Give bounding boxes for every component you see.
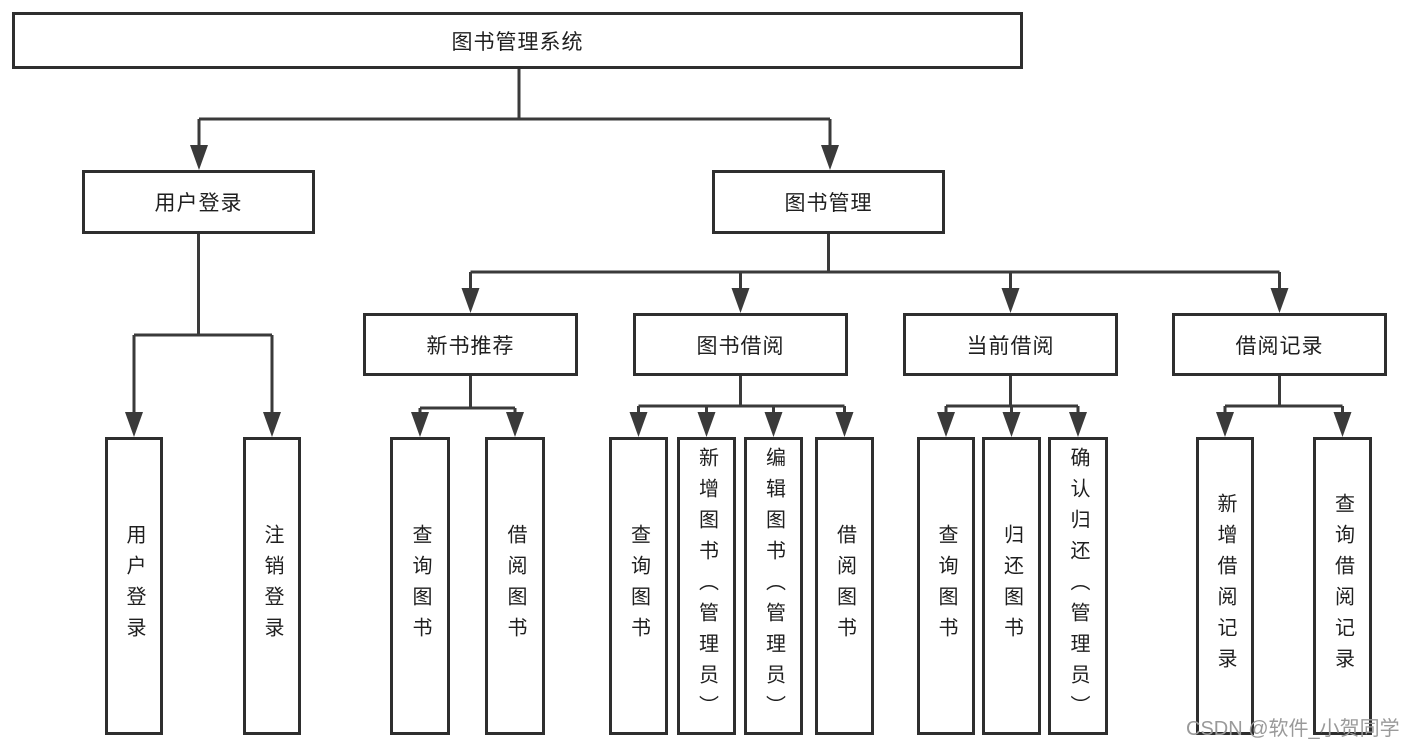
node-current-borrow: 当前借阅 — [903, 313, 1118, 376]
leaf-query-books-current: 查询图书 — [917, 437, 975, 735]
leaf-query-books-borrow: 查询图书 — [609, 437, 668, 735]
arrow-down-icon — [629, 412, 648, 437]
arrow-down-icon — [263, 412, 281, 437]
leaf-label: 归还图书 — [1000, 524, 1023, 648]
leaf-add-book-admin: 新增图书（管理员） — [677, 437, 736, 735]
csdn-watermark: CSDN @软件_小贺同学 — [1186, 718, 1400, 740]
leaf-label: 确认归还（管理员） — [1067, 446, 1089, 726]
leaf-label: 新增借阅记录 — [1214, 493, 1236, 679]
leaf-label: 查询借阅记录 — [1331, 493, 1354, 679]
arrow-down-icon — [697, 412, 716, 437]
arrow-down-icon — [731, 288, 750, 313]
connector-current-borrow — [937, 376, 1087, 437]
leaf-query-books-recommend: 查询图书 — [390, 437, 450, 735]
arrow-down-icon — [1069, 412, 1087, 437]
arrow-down-icon — [125, 412, 143, 437]
leaf-label: 新增图书（管理员） — [695, 446, 718, 726]
leaf-label: 查询图书 — [627, 524, 650, 648]
arrow-down-icon — [1002, 412, 1021, 437]
arrow-down-icon — [190, 145, 208, 170]
arrow-down-icon — [821, 145, 839, 170]
leaf-logout: 注销登录 — [243, 437, 301, 735]
arrow-down-icon — [411, 412, 429, 437]
arrow-down-icon — [1001, 288, 1020, 313]
leaf-borrow-books-recommend: 借阅图书 — [485, 437, 545, 735]
leaf-add-borrow-record: 新增借阅记录 — [1196, 437, 1254, 735]
node-new-book-recommend: 新书推荐 — [363, 313, 578, 376]
connector-root — [190, 68, 839, 170]
connector-new-book-recommend — [411, 376, 524, 437]
node-book-borrow: 图书借阅 — [633, 313, 848, 376]
connector-book-management — [461, 233, 1289, 313]
connector-book-borrow — [629, 376, 854, 437]
arrow-down-icon — [461, 288, 480, 313]
connector-borrow-records — [1216, 376, 1352, 437]
arrow-down-icon — [1270, 288, 1289, 313]
leaf-label: 查询图书 — [935, 524, 957, 648]
leaf-edit-book-admin: 编辑图书（管理员） — [744, 437, 803, 735]
arrow-down-icon — [937, 412, 955, 437]
leaf-label: 借阅图书 — [504, 524, 526, 648]
arrow-down-icon — [1216, 412, 1234, 437]
leaf-return-book: 归还图书 — [982, 437, 1041, 735]
leaf-label: 注销登录 — [261, 524, 283, 648]
leaf-label: 借阅图书 — [833, 524, 856, 648]
node-book-management: 图书管理 — [712, 170, 945, 234]
node-borrow-records: 借阅记录 — [1172, 313, 1387, 376]
leaf-confirm-return-admin: 确认归还（管理员） — [1048, 437, 1108, 735]
leaf-label: 查询图书 — [409, 524, 431, 648]
leaf-user-login: 用户登录 — [105, 437, 163, 735]
leaf-label: 编辑图书（管理员） — [762, 446, 785, 726]
leaf-borrow-books: 借阅图书 — [815, 437, 874, 735]
arrow-down-icon — [1333, 412, 1352, 437]
arrow-down-icon — [835, 412, 854, 437]
node-user-login: 用户登录 — [82, 170, 315, 234]
node-root: 图书管理系统 — [12, 12, 1023, 69]
connector-user-login — [125, 233, 281, 437]
arrow-down-icon — [506, 412, 524, 437]
arrow-down-icon — [764, 412, 783, 437]
leaf-query-borrow-record: 查询借阅记录 — [1313, 437, 1372, 735]
leaf-label: 用户登录 — [123, 524, 145, 648]
